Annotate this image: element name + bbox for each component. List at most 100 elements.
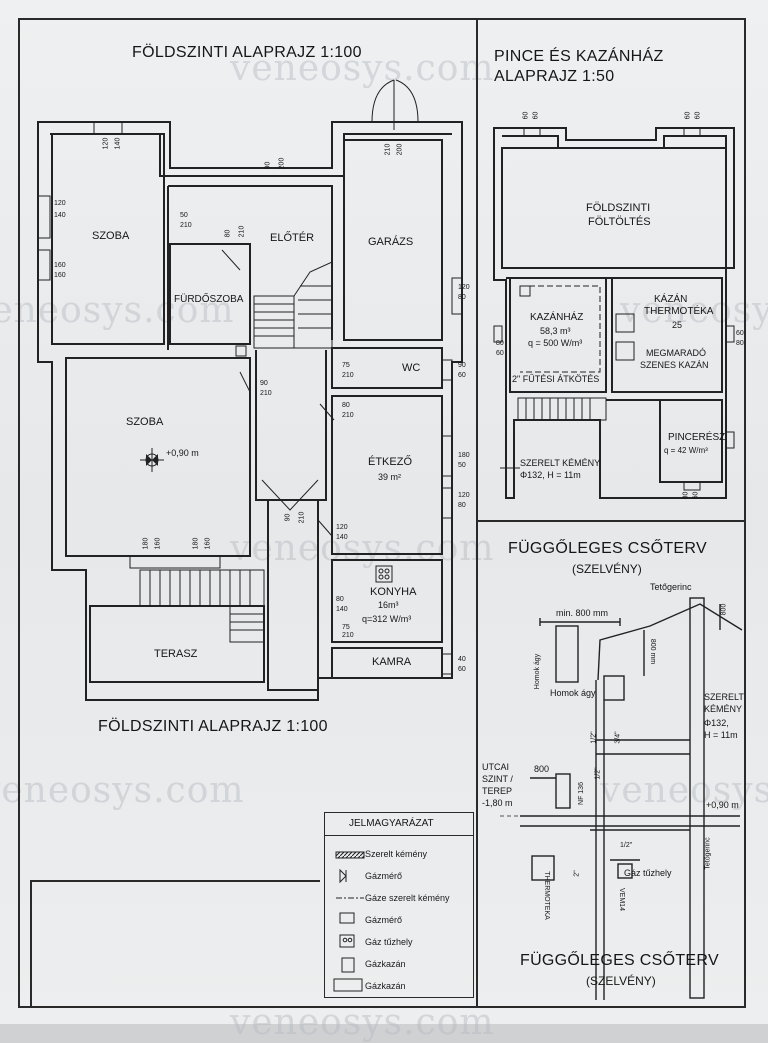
dim-label: 160 <box>154 537 162 550</box>
dim-label: 210 <box>384 143 392 156</box>
pipe-teto: Tetőgerinc <box>704 837 712 870</box>
dim-label: 75 <box>342 362 350 369</box>
basement-kemeny-2: Φ132, H = 11m <box>520 470 581 480</box>
dim-label: 60 <box>532 111 540 120</box>
pipe-dim-800-top: 800 <box>720 603 728 616</box>
dim-label: 120 <box>458 284 470 291</box>
watermark: veneosys.com <box>620 290 768 331</box>
basement-megmarado-2: SZENES KAZÁN <box>640 360 709 370</box>
room-konyha: KONYHA <box>370 586 417 598</box>
pipe-two: 2" <box>573 870 581 877</box>
dim-label: 60 <box>496 350 504 357</box>
pipe-thermo: THERMOTEKA <box>542 871 550 920</box>
pipe-title-bottom-2: (SZELVÉNY) <box>586 974 656 988</box>
basement-megmarado-1: MEGMARADÓ <box>646 348 707 358</box>
room-garazs: GARÁZS <box>368 236 414 248</box>
pipe-szerelt-1: SZERELT <box>704 692 744 702</box>
pipe-szerelt-2: KÉMÉNY <box>704 704 743 714</box>
pipe-szerelt-4: H = 11m <box>704 730 738 740</box>
dim-label: 60 <box>458 372 466 379</box>
pipe-utcai-4: -1,80 m <box>482 798 513 808</box>
basement-kazanhaz-vol: 58,3 m³ <box>540 326 571 336</box>
dim-label: 60 <box>694 111 702 120</box>
dim-label: 60 <box>736 330 744 337</box>
drawing-frame <box>18 18 746 1008</box>
pipe-gaz: Gáz tűzhely <box>624 868 672 878</box>
legend-item: Gázmérő <box>365 915 403 925</box>
panel-divider <box>30 880 320 882</box>
dim-label: 90 <box>458 362 466 369</box>
pipe-utcai-2: SZINT / <box>482 774 513 784</box>
basement-title-1: PINCE ÉS KAZÁNHÁZ <box>494 48 664 65</box>
pipe-utcai-3: TEREP <box>482 786 513 796</box>
dim-label: 120 <box>54 200 66 207</box>
dim-label: 210 <box>342 632 354 639</box>
panel-divider <box>476 520 746 522</box>
pipe-half-1: 1/2" <box>590 731 598 744</box>
dim-label: 80 <box>496 340 504 347</box>
legend-item: Szerelt kémény <box>365 849 428 859</box>
dim-label: 80 <box>458 294 466 301</box>
dim-label: 50 <box>458 462 466 469</box>
dim-label: 140 <box>336 606 348 613</box>
panel-divider <box>30 880 32 1006</box>
level-mark: +0,90 m <box>166 448 199 458</box>
room-konyha-q: q=312 W/m³ <box>362 614 412 624</box>
legend-item: Gázkazán <box>365 981 406 991</box>
pipe-dim-800-mid: 800 <box>534 764 550 774</box>
panel-divider <box>476 18 478 1008</box>
dim-label: 210 <box>342 412 354 419</box>
pipe-half-3: 1/2" <box>620 842 633 849</box>
legend-title: JELMAGYARÁZAT <box>349 818 434 829</box>
dim-label: 80 <box>342 402 350 409</box>
pipe-homokagy-v: Homok ágy <box>534 653 542 690</box>
pipe-title-1: FÜGGŐLEGES CSŐTERV <box>508 540 707 557</box>
basement-pinceresz: PINCERÉSZ <box>668 432 726 443</box>
dim-label: 75 <box>342 624 350 631</box>
basement-kemeny-1: SZERELT KÉMÉNY <box>520 458 601 468</box>
pipe-half-2: 1/2" <box>594 767 602 780</box>
watermark: veneosys.com <box>230 528 495 569</box>
dim-label: 60 <box>522 111 530 120</box>
pipe-plus-090: +0,90 m <box>706 800 739 810</box>
dim-label: 120 <box>102 137 110 150</box>
legend-item: Gáz tűzhely <box>365 937 413 947</box>
ground-floor-title: FÖLDSZINTI ALAPRAJZ 1:100 <box>132 44 362 61</box>
pipe-mero: VEM14 <box>617 888 625 911</box>
room-etkezo: ÉTKEZŐ <box>368 456 413 468</box>
pipe-800-mm: 800 mm <box>649 638 657 665</box>
basement-kazanhaz-q: q = 500 W/m³ <box>528 338 583 348</box>
basement-title-2: ALAPRAJZ 1:50 <box>494 68 615 85</box>
dim-label: 90 <box>264 161 272 170</box>
dim-label: 120 <box>336 524 348 531</box>
basement-kazanhaz: KAZÁNHÁZ <box>530 312 584 323</box>
pipe-homokagy: Homok ágy <box>550 688 596 698</box>
room-kamra: KAMRA <box>372 656 412 668</box>
dim-label: 160 <box>54 262 66 269</box>
legend-item: Gázmérő <box>365 871 403 881</box>
basement-kazan-3: 25 <box>672 320 683 330</box>
dim-label: 90 <box>284 513 292 522</box>
pipe-three-quarter: 3/4" <box>614 731 622 744</box>
room-terasz: TERASZ <box>154 648 198 660</box>
basement-pinceresz-q: q = 42 W/m³ <box>664 446 708 455</box>
dim-label: 210 <box>180 222 192 229</box>
dim-label: 80 <box>336 596 344 603</box>
basement-foltoltes-2: FÖLTÖLTÉS <box>588 216 651 228</box>
ground-floor-title-bottom: FÖLDSZINTI ALAPRAJZ 1:100 <box>98 718 328 735</box>
dim-label: 160 <box>204 537 212 550</box>
dim-label: 160 <box>54 272 66 279</box>
legend: JELMAGYARÁZAT Szerelt kémény Gázmérő Gáz… <box>324 812 474 998</box>
room-szoba-1: SZOBA <box>92 230 130 242</box>
pipe-tetogerinc: Tetőgerinc <box>650 582 692 592</box>
room-szoba-2: SZOBA <box>126 416 164 428</box>
room-furdoszoba: FÜRDŐSZOBA <box>174 294 244 305</box>
basement-kazan-2: THERMOTÉKA <box>644 306 714 317</box>
dim-label: 180 <box>142 537 150 550</box>
watermark: veneosys.com <box>600 770 768 811</box>
dim-label: 210 <box>342 372 354 379</box>
dim-label: 120 <box>458 492 470 499</box>
dim-label: 140 <box>336 534 348 541</box>
dim-label: 200 <box>278 157 286 170</box>
watermark: veneosys.com <box>0 770 245 811</box>
